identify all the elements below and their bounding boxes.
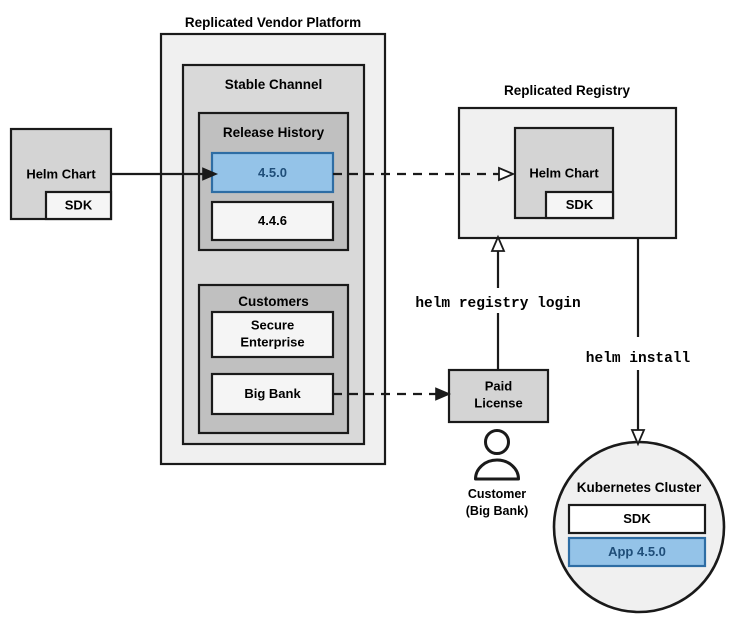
release-item-4-5-0-label: 4.5.0	[258, 165, 287, 180]
source-sdk-label: SDK	[65, 197, 93, 212]
registry-sdk-label: SDK	[566, 197, 594, 212]
source-helm-chart-group: Helm Chart SDK	[9, 127, 113, 221]
stable-channel-label: Stable Channel	[225, 77, 323, 92]
command-helm-install: helm install	[586, 351, 691, 367]
registry-sdk-box	[544, 190, 615, 220]
edge-chart-to-release	[111, 167, 219, 181]
source-sdk-box	[44, 190, 113, 221]
customer-actor-line2: (Big Bank)	[466, 504, 529, 518]
customer-big-bank[interactable]	[210, 372, 335, 416]
release-item-4-4-6-label: 4.4.6	[258, 213, 287, 228]
registry-title: Replicated Registry	[504, 83, 631, 98]
cluster-component-app	[567, 536, 707, 568]
edge-bigbank-to-license	[333, 387, 452, 401]
cluster-component-sdk	[567, 503, 707, 535]
customer-secure-enterprise-line2: Enterprise	[240, 334, 304, 349]
customer-actor-line1: Customer	[468, 487, 526, 501]
paid-license-line2: License	[474, 395, 522, 410]
edge-registry-login	[490, 234, 506, 370]
release-item-4-4-6[interactable]	[210, 200, 335, 242]
cluster-component-sdk-label: SDK	[623, 511, 651, 526]
kubernetes-cluster-label: Kubernetes Cluster	[577, 480, 702, 495]
person-icon	[474, 429, 520, 481]
customer-secure-enterprise-line1: Secure	[251, 317, 294, 332]
registry-helm-chart-label: Helm Chart	[529, 165, 599, 180]
customer-secure-enterprise[interactable]	[210, 310, 335, 359]
cluster-component-app-label: App 4.5.0	[608, 544, 666, 559]
source-helm-chart-label: Helm Chart	[26, 166, 96, 181]
vendor-platform-title: Replicated Vendor Platform	[185, 15, 361, 30]
customer-big-bank-label: Big Bank	[244, 386, 301, 401]
edge-helm-install	[630, 238, 646, 447]
edge-release-to-registry	[333, 166, 516, 182]
paid-license-line1: Paid	[485, 378, 513, 393]
command-registry-login: helm registry login	[415, 296, 580, 312]
customers-label: Customers	[238, 294, 309, 309]
release-history-label: Release History	[223, 125, 325, 140]
